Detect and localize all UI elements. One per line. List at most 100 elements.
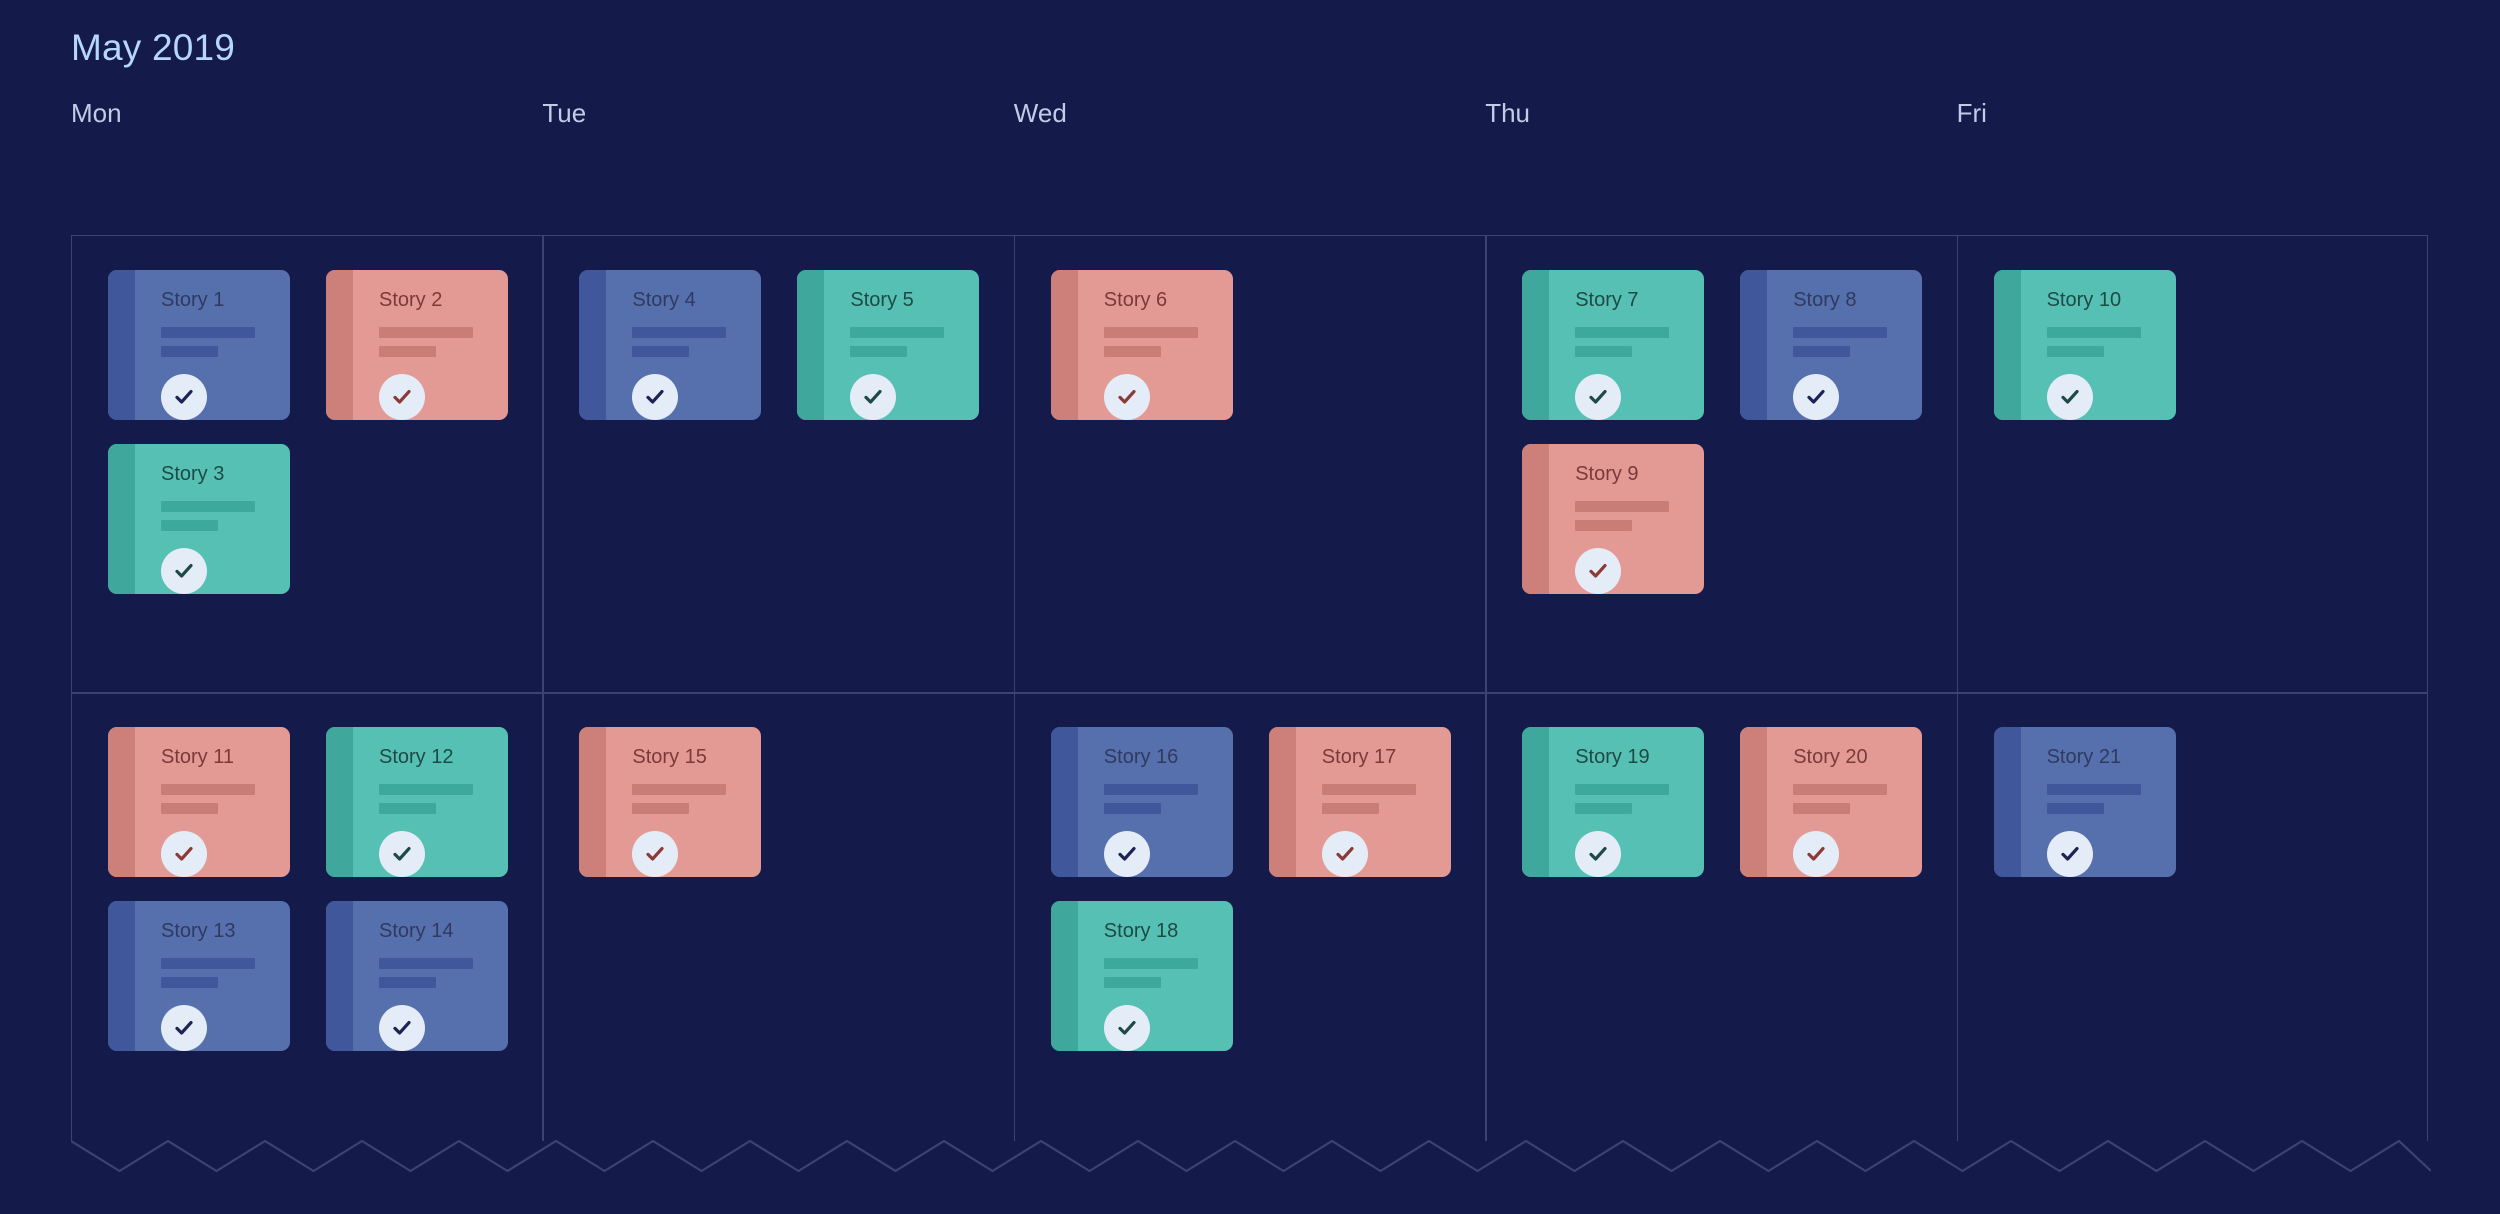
page-title: May 2019	[71, 27, 236, 68]
check-icon	[646, 847, 664, 861]
card-placeholder-line	[379, 346, 436, 357]
card-title: Story 12	[379, 746, 454, 768]
day-header-tue: Tue	[542, 98, 587, 128]
story-card[interactable]: Story 9	[1522, 444, 1705, 594]
card-title: Story 6	[1103, 289, 1168, 311]
card-status-check-badge[interactable]	[379, 831, 425, 877]
story-card[interactable]: Story 13	[108, 901, 290, 1051]
story-card[interactable]: Story 11	[108, 727, 290, 877]
card-placeholder-line	[1321, 803, 1379, 814]
grid-outline	[71, 235, 2428, 1141]
card-color-stripe	[1740, 270, 1768, 420]
card-title: Story 5	[850, 289, 914, 311]
story-card[interactable]: Story 5	[797, 270, 980, 420]
check-icon	[175, 847, 193, 861]
check-icon	[2060, 390, 2079, 404]
card-status-check-badge[interactable]	[1321, 831, 1368, 877]
story-card[interactable]: Story 14	[326, 901, 508, 1051]
story-card[interactable]: Story 21	[1993, 727, 2176, 877]
card-title: Story 2	[379, 289, 443, 311]
day-header-fri: Fri	[1956, 98, 1987, 128]
card-color-stripe	[1268, 727, 1296, 877]
card-status-check-badge[interactable]	[379, 1005, 425, 1051]
card-status-check-badge[interactable]	[1793, 831, 1840, 877]
card-placeholder-line	[379, 327, 473, 338]
card-body: Story 17	[1296, 727, 1451, 877]
check-icon	[1807, 847, 1825, 861]
calendar-grid: Story 1 Story 2 Story 3 Story 4 Story 5 Story…	[71, 235, 2428, 1141]
card-title: Story 18	[1103, 920, 1179, 942]
card-placeholder-line	[632, 346, 690, 357]
card-status-check-badge[interactable]	[1793, 374, 1840, 420]
check-icon	[1589, 390, 1607, 404]
card-status-check-badge[interactable]	[1575, 831, 1622, 877]
story-card[interactable]: Story 20	[1740, 727, 1923, 877]
card-title: Story 14	[379, 920, 454, 942]
story-card[interactable]: Story 18	[1050, 901, 1233, 1051]
grid-row-divider	[71, 692, 2428, 694]
card-body: Story 18	[1078, 901, 1233, 1051]
card-status-check-badge[interactable]	[1103, 374, 1150, 420]
card-placeholder-line	[1793, 346, 1851, 357]
story-card[interactable]: Story 16	[1050, 727, 1233, 877]
card-body: Story 5	[824, 270, 979, 420]
card-placeholder-line	[1575, 501, 1670, 512]
story-card[interactable]: Story 2	[326, 270, 508, 420]
card-status-check-badge[interactable]	[161, 1005, 207, 1051]
card-status-check-badge[interactable]	[379, 374, 425, 420]
card-body: Story 7	[1549, 270, 1704, 420]
card-placeholder-line	[2046, 346, 2104, 357]
card-placeholder-line	[632, 327, 727, 338]
card-placeholder-line	[632, 803, 690, 814]
card-color-stripe	[797, 270, 825, 420]
card-body: Story 14	[353, 901, 508, 1051]
card-color-stripe	[1522, 444, 1550, 594]
story-card[interactable]: Story 6	[1050, 270, 1233, 420]
card-placeholder-line	[1575, 784, 1670, 795]
story-card[interactable]: Story 8	[1740, 270, 1923, 420]
card-body: Story 10	[2021, 270, 2176, 420]
card-placeholder-line	[1103, 327, 1198, 338]
story-card[interactable]: Story 12	[326, 727, 508, 877]
card-placeholder-line	[161, 520, 218, 531]
card-placeholder-line	[1793, 327, 1888, 338]
card-color-stripe	[108, 270, 135, 420]
card-title: Story 21	[2046, 746, 2122, 768]
card-color-stripe	[579, 270, 607, 420]
card-placeholder-line	[632, 784, 727, 795]
card-color-stripe	[579, 727, 607, 877]
story-card[interactable]: Story 17	[1268, 727, 1451, 877]
card-color-stripe	[1522, 270, 1550, 420]
card-status-check-badge[interactable]	[2046, 374, 2093, 420]
card-body: Story 4	[606, 270, 761, 420]
card-placeholder-line	[1575, 803, 1633, 814]
card-status-check-badge[interactable]	[161, 374, 207, 420]
check-icon	[175, 564, 193, 578]
card-title: Story 13	[161, 920, 236, 942]
card-status-check-badge[interactable]	[1575, 374, 1622, 420]
card-status-check-badge[interactable]	[850, 374, 897, 420]
card-placeholder-line	[850, 346, 908, 357]
card-status-check-badge[interactable]	[2046, 831, 2093, 877]
story-card[interactable]: Story 1	[108, 270, 290, 420]
card-status-check-badge[interactable]	[1575, 548, 1622, 594]
card-placeholder-line	[379, 784, 473, 795]
card-placeholder-line	[1321, 784, 1416, 795]
card-status-check-badge[interactable]	[161, 831, 207, 877]
story-card[interactable]: Story 4	[579, 270, 762, 420]
card-status-check-badge[interactable]	[1103, 1005, 1150, 1051]
story-card[interactable]: Story 3	[108, 444, 290, 594]
card-title: Story 16	[1103, 746, 1179, 768]
story-card[interactable]: Story 19	[1522, 727, 1705, 877]
card-status-check-badge[interactable]	[632, 374, 679, 420]
card-title: Story 11	[161, 746, 234, 768]
card-status-check-badge[interactable]	[632, 831, 679, 877]
story-card[interactable]: Story 10	[1993, 270, 2176, 420]
grid-column-divider	[1013, 235, 1016, 1141]
card-status-check-badge[interactable]	[1103, 831, 1150, 877]
card-color-stripe	[1050, 270, 1078, 420]
story-card[interactable]: Story 15	[579, 727, 762, 877]
card-body: Story 9	[1549, 444, 1704, 594]
card-status-check-badge[interactable]	[161, 548, 207, 594]
story-card[interactable]: Story 7	[1522, 270, 1705, 420]
